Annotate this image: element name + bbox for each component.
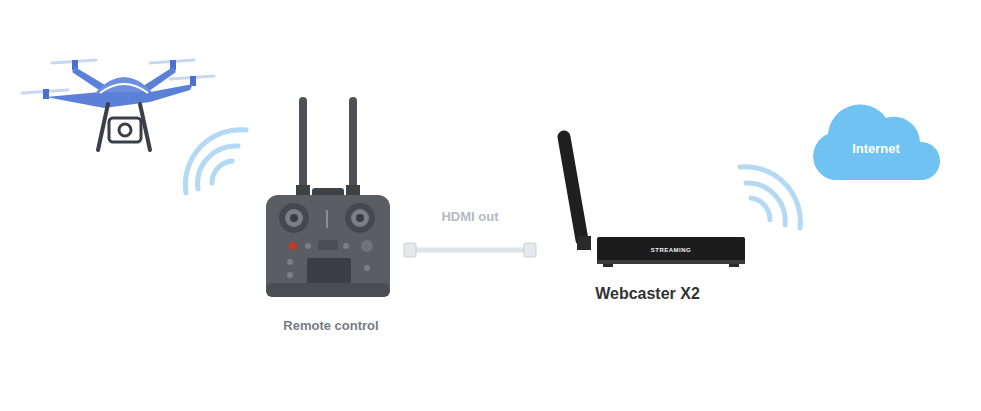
webcaster-node: Webcaster X2 bbox=[540, 95, 755, 307]
node-label: Webcaster X2 bbox=[595, 285, 700, 303]
cable-plug bbox=[524, 243, 536, 257]
connector-label: HDMI out bbox=[439, 209, 500, 224]
remote-control-node: Remote control bbox=[262, 92, 400, 337]
cable-plug bbox=[404, 243, 416, 257]
node-label: Remote control bbox=[283, 318, 378, 333]
cloud-outline bbox=[813, 105, 940, 180]
drone-illustration bbox=[22, 60, 214, 150]
wireless-waves bbox=[740, 167, 800, 228]
node-label: Internet bbox=[852, 141, 900, 156]
wireless-waves bbox=[185, 130, 246, 193]
internet-cloud: Internet bbox=[808, 104, 944, 184]
webcaster-illustration bbox=[564, 137, 745, 267]
remote-control-illustration bbox=[266, 97, 390, 297]
device-brand-text: STREAMING bbox=[651, 247, 692, 253]
hdmi-cable bbox=[404, 243, 536, 257]
cable-line bbox=[414, 248, 526, 253]
